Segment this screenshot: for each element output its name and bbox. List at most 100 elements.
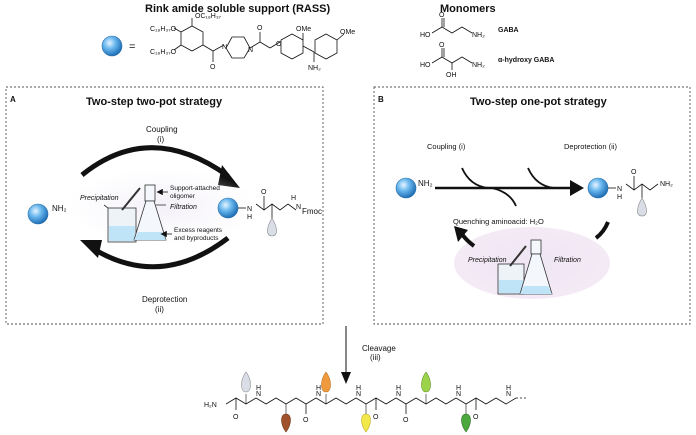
- chem-oc18-bot: C₁₈H₃₇O: [150, 49, 177, 56]
- oligomer-n-5: N: [456, 391, 461, 398]
- support-title: Rink amide soluble support (RASS): [145, 3, 331, 15]
- resin-bead-icon: [101, 35, 123, 57]
- product-nh2-b: NH₂: [660, 181, 673, 188]
- beaker-icon-b: [497, 263, 525, 295]
- bead-icon-b-right: [587, 177, 609, 199]
- beaker-icon-a: [103, 204, 137, 243]
- panel-a: A Two-step two-pot strategy Coupling (i)…: [5, 86, 324, 325]
- oligomer-h-2: H: [316, 385, 321, 392]
- deprotection-arrowhead-a: [80, 240, 102, 258]
- oligomer-o-4: O: [403, 417, 409, 424]
- precipitation-label-a: Precipitation: [80, 195, 119, 202]
- chem-n-1: N: [222, 44, 227, 51]
- pipette-icon-b: [509, 245, 527, 267]
- deprotection-curve-b: [527, 167, 555, 189]
- oligomer-o-5: O: [473, 414, 479, 421]
- drop-brown: [281, 413, 291, 433]
- drop-grey: [241, 371, 251, 393]
- oligomer-h-5: H: [456, 385, 461, 392]
- coupling-num-a: (i): [157, 135, 164, 144]
- deprotection-arrow-a: [90, 236, 230, 270]
- chem-o-2: O: [257, 25, 263, 32]
- gaba-label: GABA: [498, 27, 519, 34]
- rass-structure: [173, 18, 345, 62]
- hgaba-nh2: NH₂: [472, 62, 485, 69]
- oligomer-n-2: N: [316, 391, 321, 398]
- oligomer-o-2: O: [303, 417, 309, 424]
- product-o-b: O: [631, 169, 637, 176]
- hgaba-label: α-hydroxy GABA: [498, 57, 554, 64]
- oligomer-h-1: H: [256, 385, 261, 392]
- chem-n-2: N: [248, 47, 253, 54]
- quench-curve-b: [491, 187, 517, 207]
- chem-ome-2: OMe: [340, 29, 355, 36]
- return-arrowhead-b: [454, 226, 468, 242]
- panel-b-title: Two-step one-pot strategy: [470, 96, 608, 108]
- carbonyl-bonds: [235, 398, 477, 414]
- filtration-label-a: Filtration: [170, 204, 197, 211]
- gaba-nh2: NH₂: [472, 32, 485, 39]
- fmoc-n-2: N: [296, 204, 301, 211]
- return-arrow-b: [594, 221, 610, 240]
- cleavage-label: Cleavage: [362, 344, 396, 353]
- oligomer-backbone: [225, 397, 517, 405]
- panel-a-frame: [5, 86, 324, 325]
- panel-b-frame: [373, 86, 691, 325]
- bead-icon-b-left: [395, 177, 417, 199]
- oligomer-n-4: N: [396, 391, 401, 398]
- oligomer-h2n: H₂N: [204, 402, 217, 409]
- product-chain-b: [608, 176, 659, 198]
- coupling-label-a: Coupling: [146, 125, 178, 134]
- fmoc-h-1: H: [247, 214, 252, 221]
- product-h-b: H: [617, 194, 622, 201]
- drop-green-2: [461, 413, 471, 433]
- support-attached-label: Support-attached: [170, 185, 220, 192]
- pipette-icon-a: [121, 187, 141, 211]
- drop-orange: [321, 371, 331, 393]
- coupling-arrow-a: [80, 145, 230, 179]
- coupling-label-b: Coupling (i): [427, 142, 466, 151]
- oligomer-n-1: N: [256, 391, 261, 398]
- oligomer-o-3: O: [373, 414, 379, 421]
- header-section: Rink amide soluble support (RASS) = OC₁: [101, 3, 554, 79]
- filtration-flask-icon-b: [519, 239, 553, 295]
- side-chain-drop-a: [267, 217, 277, 237]
- chem-o-1: O: [210, 64, 216, 71]
- fmoc-n-1: N: [247, 206, 252, 213]
- panel-b: B Two-step one-pot strategy Coupling (i)…: [373, 86, 691, 325]
- bead-icon-a-right: [217, 197, 239, 219]
- coupling-curve-b: [461, 167, 489, 189]
- drop-yellow: [361, 413, 371, 433]
- quenching-label: Quenching aminoacid: H₂O: [453, 217, 544, 226]
- side-chain-drop-b: [637, 197, 647, 217]
- oligomer-label: oligomer: [170, 193, 196, 200]
- excess-label: Excess reagents: [174, 227, 223, 234]
- chem-o-3: O: [276, 41, 282, 48]
- fmoc-o: O: [261, 189, 267, 196]
- nh2-b-left: NH₂: [418, 179, 433, 188]
- hgaba-o: O: [439, 42, 445, 49]
- drop-green: [421, 371, 431, 393]
- gaba-ho: HO: [420, 32, 431, 39]
- fmoc-h-2: H: [291, 195, 296, 202]
- chem-oc18-mid: C₁₈H₃₇O: [150, 26, 177, 33]
- product-n-b: N: [617, 186, 622, 193]
- oligomer-n-3: N: [356, 391, 361, 398]
- gaba-structure: [431, 18, 473, 70]
- cleavage-arrowhead: [341, 372, 351, 384]
- fmoc-label: Fmoc: [302, 207, 322, 216]
- monomers-title: Monomers: [440, 3, 496, 15]
- oligomer-n-6: N: [506, 391, 511, 398]
- chem-oc18-top: OC₁₈H₃₇: [195, 13, 222, 20]
- cleavage-section: Cleavage (iii) H₂N O O O O O N H N H N H…: [204, 326, 526, 433]
- panel-a-title: Two-step two-pot strategy: [86, 96, 223, 108]
- deprotection-num-a: (ii): [155, 305, 164, 314]
- side-chain-drops: [241, 371, 471, 433]
- oligomer-h-6: H: [506, 385, 511, 392]
- cleavage-num: (iii): [370, 353, 381, 362]
- oligomer-h-4: H: [396, 385, 401, 392]
- precipitation-label-b: Precipitation: [468, 257, 507, 264]
- oligomer-h-3: H: [356, 385, 361, 392]
- gaba-o: O: [439, 12, 445, 19]
- bead-icon-a-left: [27, 203, 49, 225]
